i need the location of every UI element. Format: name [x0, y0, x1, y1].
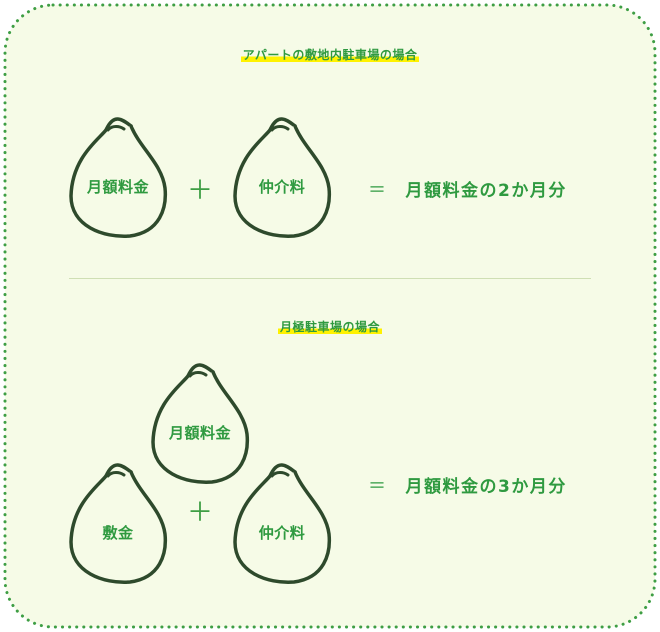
money-bag-brokerage-fee-2: 仲介料	[232, 454, 332, 584]
money-bag-icon	[151, 363, 250, 484]
bag-label-monthly-fee: 月額料金	[86, 178, 149, 196]
section-2-title: 月極駐車場の場合	[0, 318, 660, 335]
result-text-2: 月額料金の3か月分	[405, 477, 567, 497]
bag-label-brokerage-fee-2: 仲介料	[258, 524, 306, 542]
money-bag-monthly-fee-2: 月額料金	[150, 354, 250, 484]
equals-sign-2: ＝	[368, 476, 388, 497]
money-bag-deposit: 敷金	[68, 454, 168, 584]
result-text-1: 月額料金の2か月分	[405, 181, 567, 201]
bag-label-monthly-fee-2: 月額料金	[168, 424, 231, 442]
result-1: ＝ 月額料金の2か月分	[368, 180, 567, 202]
money-bag-icon	[233, 117, 332, 238]
money-bag-monthly-fee: 月額料金	[68, 108, 168, 238]
money-bag-icon	[69, 117, 168, 238]
section-2-title-text: 月極駐車場の場合	[277, 320, 382, 334]
bag-label-brokerage-fee: 仲介料	[258, 178, 306, 196]
equals-sign-1: ＝	[368, 180, 388, 201]
money-bag-icon	[233, 463, 332, 584]
money-bag-icon	[69, 463, 168, 584]
result-2: ＝ 月額料金の3か月分	[368, 476, 567, 498]
money-bag-brokerage-fee: 仲介料	[232, 108, 332, 238]
bag-label-deposit: 敷金	[102, 524, 134, 542]
section-1-title: アパートの敷地内駐車場の場合	[0, 46, 660, 63]
plus-operator-2: ＋	[187, 498, 214, 528]
plus-operator-1: ＋	[187, 176, 214, 206]
section-1-title-text: アパートの敷地内駐車場の場合	[240, 48, 420, 62]
section-divider	[69, 278, 591, 279]
